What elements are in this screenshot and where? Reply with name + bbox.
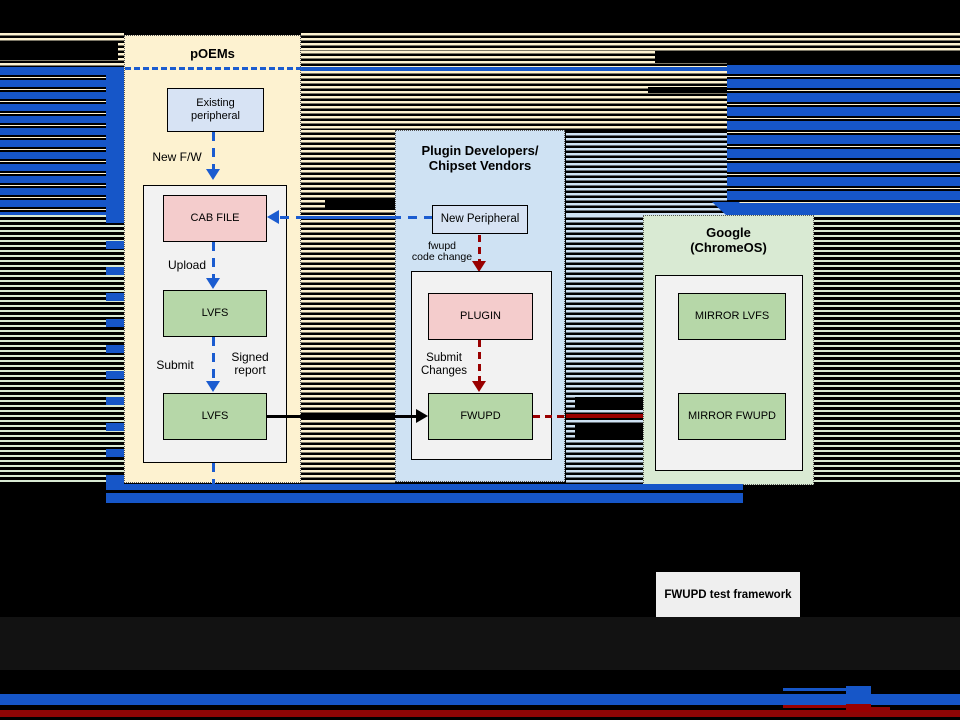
bottom-blue-line-small bbox=[783, 688, 846, 691]
arrow-new-fw-line bbox=[212, 132, 215, 170]
glitch-black-patch-red-arrow-top bbox=[575, 397, 643, 409]
glitch-black-patch-left bbox=[0, 43, 118, 60]
glitch-stripes-lightblue-top bbox=[566, 133, 727, 215]
node-fwupd: FWUPD bbox=[428, 393, 533, 440]
label-upload: Upload bbox=[167, 258, 207, 272]
glitch-blue-band bbox=[726, 203, 960, 215]
bottom-red-notch bbox=[871, 707, 890, 710]
label-submit: Submit bbox=[156, 358, 194, 372]
glitch-stripes-blue-left bbox=[0, 68, 124, 215]
glitch-stripes-blue-topright bbox=[727, 51, 960, 215]
glitch-black-bar-top bbox=[655, 51, 960, 63]
glitch-blue-hline bbox=[0, 67, 960, 71]
glitch-black-bar-small bbox=[648, 87, 727, 93]
node-fwupd-test-framework: FWUPD test framework bbox=[656, 572, 800, 617]
node-existing-peripheral: Existing peripheral bbox=[167, 88, 264, 132]
label-new-fw: New F/W bbox=[152, 150, 202, 164]
glitch-blue-dash-segment bbox=[212, 463, 215, 503]
glitch-stripes-green-left bbox=[0, 215, 124, 483]
glitch-stripes-lightblue-column bbox=[566, 215, 643, 483]
arrow-submit-changes-head bbox=[472, 381, 486, 392]
glitch-stripes-cream-top bbox=[301, 33, 960, 51]
node-lvfs-top: LVFS bbox=[163, 290, 267, 337]
node-lvfs-bottom: LVFS bbox=[163, 393, 267, 440]
bottom-blue-bar bbox=[0, 694, 960, 705]
arrow-upload-line bbox=[212, 242, 215, 279]
glitch-blue-chevron bbox=[712, 202, 740, 215]
node-mirror-fwupd: MIRROR FWUPD bbox=[678, 393, 786, 440]
glitch-blue-solid-segment bbox=[301, 216, 395, 219]
bottom-dark-band bbox=[0, 617, 960, 670]
group-plugin-title: Plugin Developers/ Chipset Vendors bbox=[421, 143, 539, 173]
bottom-blue-square bbox=[846, 686, 871, 704]
arrow-lvfs-to-fwupd-line bbox=[267, 415, 417, 418]
glitch-blue-column-chunks bbox=[106, 215, 124, 483]
arrow-submit-changes-line bbox=[478, 340, 481, 381]
arrow-new-fw-head bbox=[206, 169, 220, 180]
arrow-upload-head bbox=[206, 278, 220, 289]
node-new-peripheral: New Peripheral bbox=[432, 205, 528, 234]
arrow-submit-head bbox=[206, 381, 220, 392]
node-plugin: PLUGIN bbox=[428, 293, 533, 340]
glitch-stripes-green-right bbox=[814, 215, 960, 483]
node-cab-file: CAB FILE bbox=[163, 195, 267, 242]
bottom-red-bar bbox=[0, 710, 960, 717]
arrow-lvfs-to-fwupd-head bbox=[416, 409, 428, 423]
arrow-code-change-line bbox=[478, 235, 481, 262]
bottom-red-square bbox=[846, 704, 871, 712]
glitch-blue-column bbox=[106, 68, 124, 215]
glitch-black-patch-arrow bbox=[325, 198, 395, 208]
arrow-code-change-head bbox=[472, 261, 486, 272]
arrow-submit-line bbox=[212, 337, 215, 382]
node-mirror-lvfs: MIRROR LVFS bbox=[678, 293, 786, 340]
arrow-new-peripheral-to-cab-head bbox=[267, 210, 279, 224]
poems-dashed-divider bbox=[125, 67, 302, 70]
label-fwupd-code-change: fwupd code change bbox=[411, 240, 473, 263]
group-poems-title: pOEMs bbox=[190, 46, 235, 61]
group-google-title: Google (ChromeOS) bbox=[690, 225, 767, 255]
glitch-red-solid-segment bbox=[566, 414, 643, 418]
label-signed-report: Signed report bbox=[231, 350, 269, 377]
label-submit-changes: Submit Changes bbox=[420, 352, 468, 377]
glitch-blue-bar-b bbox=[106, 493, 743, 503]
bottom-red-line-small bbox=[783, 705, 846, 708]
glitch-stripes-cream-column bbox=[301, 130, 395, 483]
glitch-black-patch-red-arrow-bottom bbox=[575, 424, 643, 440]
glitch-blue-bar-a bbox=[106, 484, 743, 490]
